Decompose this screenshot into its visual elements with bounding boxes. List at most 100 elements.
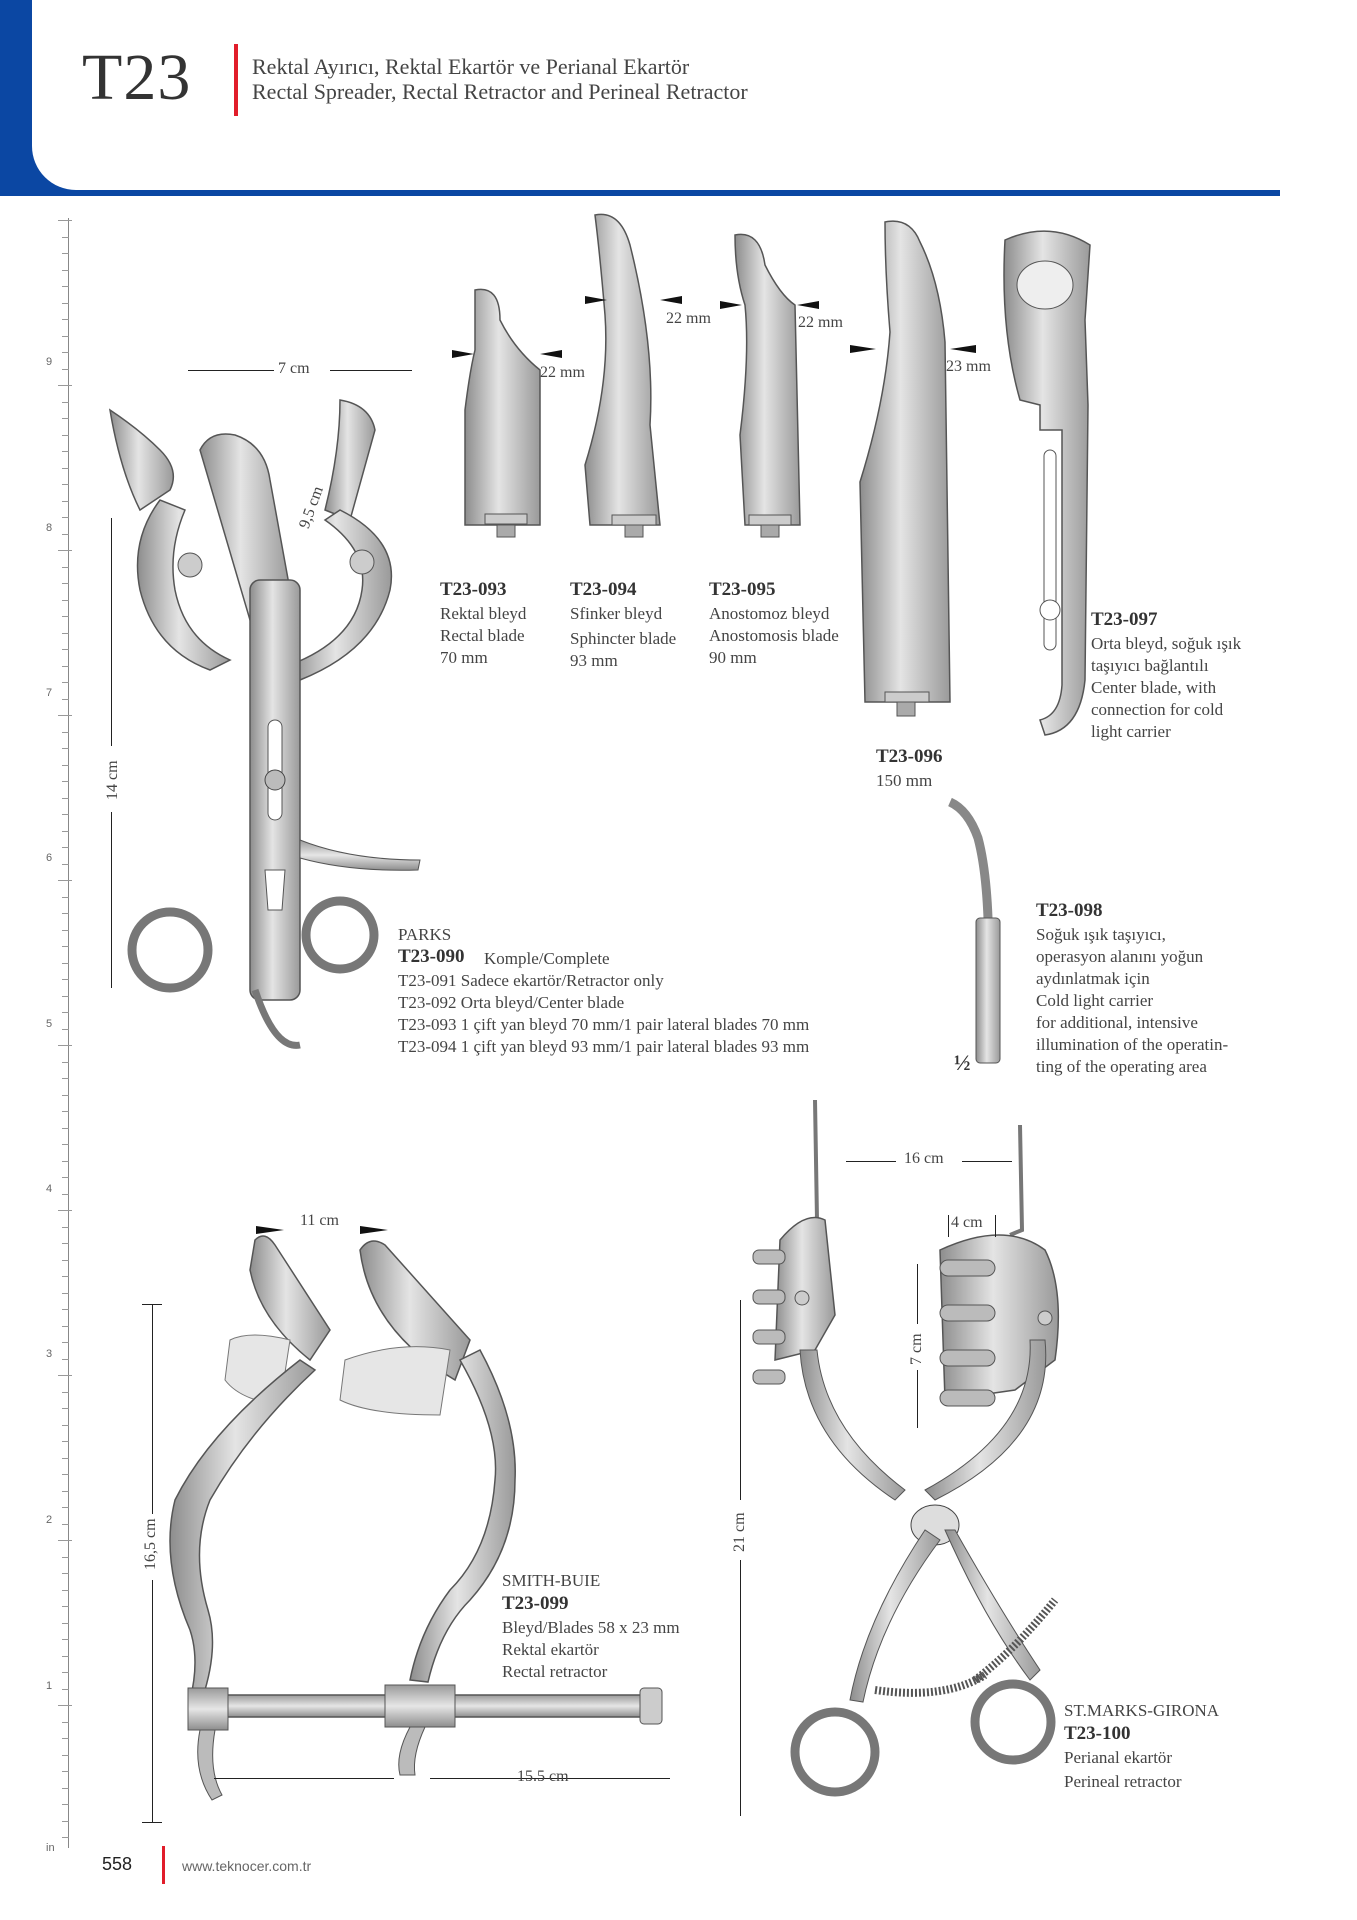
blade-093-size: 70 mm [440, 648, 488, 667]
ruler-tick [58, 385, 72, 386]
light-carrier-image [947, 797, 1001, 1064]
ruler-tick [62, 748, 69, 749]
ruler-tick [62, 1623, 69, 1624]
arrow-marker [850, 345, 876, 353]
ruler-tick [62, 352, 69, 353]
ruler-tick [62, 286, 69, 287]
ruler-tick [62, 319, 69, 320]
ruler-tick [62, 583, 69, 584]
page-title-en: Rectal Spreader, Rectal Retractor and Pe… [252, 79, 748, 104]
dim-line [111, 518, 112, 746]
blade-096-size: 150 mm [876, 771, 933, 790]
parks-height-dim: 14 cm [104, 760, 121, 800]
parks-code: T23-090 [398, 946, 465, 967]
ruler-tick [58, 1210, 72, 1211]
dim-line [111, 812, 112, 988]
ruler-tick [62, 534, 69, 535]
ruler-tick [62, 1606, 69, 1607]
ruler-tick [62, 1441, 69, 1442]
stmarks-top-dim: 16 cm [904, 1150, 944, 1167]
ruler-tick [62, 798, 69, 799]
blade-097-line: light carrier [1091, 722, 1171, 741]
page-number: 558 [102, 1854, 133, 1874]
ruler-tick [62, 1243, 69, 1244]
stmarks-line: Perineal retractor [1064, 1772, 1182, 1791]
ruler-tick [62, 1128, 69, 1129]
parks-width-dim: 7 cm [278, 360, 310, 377]
footer-url[interactable]: www.teknocer.com.tr [182, 1858, 312, 1874]
dim-line [142, 1822, 162, 1823]
ruler-tick [62, 732, 69, 733]
blade-096-image [859, 220, 951, 717]
ruler-tick [62, 1095, 69, 1096]
arrow-marker [256, 1226, 284, 1234]
stmarks-blade-width-dim: 4 cm [951, 1214, 983, 1231]
ruler-tick [62, 1227, 69, 1228]
smith-height-dim: 16,5 cm [142, 1518, 159, 1570]
blade-097-image [1003, 230, 1091, 736]
smith-name: SMITH-BUIE [502, 1571, 601, 1590]
ruler-tick [62, 600, 69, 601]
stmarks-code: T23-100 [1064, 1723, 1131, 1744]
dim-line [214, 1778, 394, 1779]
blade-093-en: Rectal blade [440, 626, 525, 645]
ruler-tick [58, 880, 72, 881]
ruler-tick [62, 1590, 69, 1591]
ruler-label: 9 [46, 356, 53, 368]
blade-095-tr: Anostomoz bleyd [709, 604, 830, 623]
ruler-label: 3 [46, 1348, 53, 1360]
ruler-tick [62, 1309, 69, 1310]
light-line: for additional, intensive [1036, 1013, 1198, 1032]
dim-line [917, 1370, 918, 1428]
ruler-unit: in [46, 1842, 55, 1854]
blade-096-code: T23-096 [876, 746, 943, 767]
ruler-label: 4 [46, 1183, 53, 1195]
ruler-tick [62, 1111, 69, 1112]
ruler-tick [62, 1821, 69, 1822]
stmarks-name: ST.MARKS-GIRONA [1064, 1701, 1220, 1720]
arrow-marker [660, 296, 682, 304]
ruler-tick [62, 682, 69, 683]
ruler-tick [62, 1672, 69, 1673]
parks-name: PARKS [398, 925, 452, 944]
light-line: ting of the operating area [1036, 1057, 1207, 1076]
ruler-tick [62, 468, 69, 469]
dim-line [948, 1215, 949, 1237]
ruler-tick [58, 715, 72, 716]
dim-line [846, 1161, 896, 1162]
ruler-tick [62, 1557, 69, 1558]
dim-line [740, 1300, 741, 1500]
blade-097-line: Center blade, with [1091, 678, 1217, 697]
ruler-tick [62, 435, 69, 436]
ruler-tick [62, 1491, 69, 1492]
stmarks-height-dim: 21 cm [731, 1512, 748, 1552]
dim-line [152, 1304, 153, 1514]
ruler-tick [58, 1540, 72, 1541]
ruler-tick [62, 451, 69, 452]
header-panel [32, 0, 1292, 190]
ruler-tick [62, 1161, 69, 1162]
ruler-tick [62, 897, 69, 898]
ruler-tick [62, 1573, 69, 1574]
ruler-tick [62, 1062, 69, 1063]
ruler [68, 218, 69, 1848]
blade-094-size: 93 mm [570, 651, 618, 670]
arrow-marker [950, 345, 976, 353]
blade-093-code: T23-093 [440, 579, 507, 600]
footer-divider [162, 1846, 165, 1884]
ruler-tick [62, 402, 69, 403]
smith-bottom-dim: 15.5 cm [517, 1768, 569, 1785]
dim-line [917, 1264, 918, 1324]
ruler-tick [62, 1177, 69, 1178]
dim-line [962, 1161, 1012, 1162]
parks-line: T23-091 Sadece ekartör/Retractor only [398, 971, 664, 990]
blade-095-en: Anostomosis blade [709, 626, 839, 645]
dim-line [330, 370, 412, 371]
ruler-tick [62, 1524, 69, 1525]
blade-095-image [734, 233, 801, 538]
ruler-tick [62, 616, 69, 617]
blade-097-code: T23-097 [1091, 609, 1158, 630]
ruler-tick [62, 303, 69, 304]
ruler-tick [62, 1755, 69, 1756]
ruler-tick [58, 550, 72, 551]
